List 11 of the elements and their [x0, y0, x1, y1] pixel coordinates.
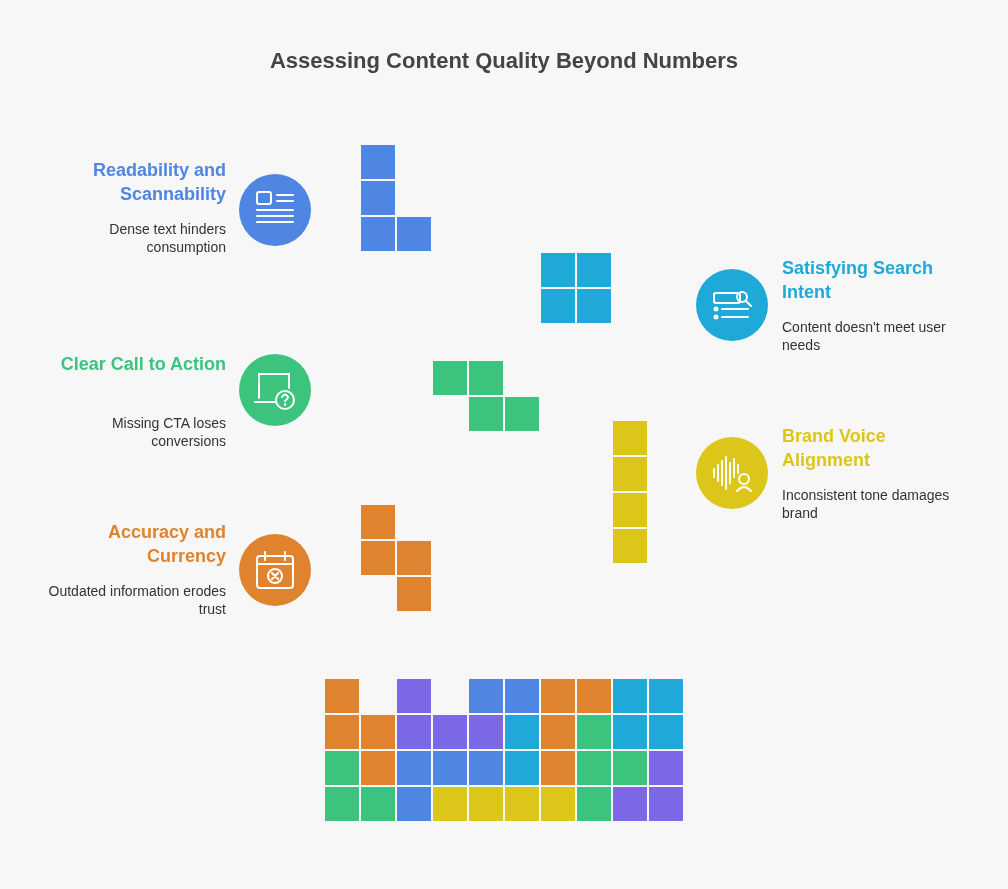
item-description: Missing CTA loses conversions: [110, 414, 226, 450]
title: Assessing Content Quality Beyond Numbers: [268, 48, 740, 74]
item-heading: Satisfying Search Intent: [782, 257, 935, 304]
item-heading: Brand Voice Alignment: [782, 425, 887, 472]
item-heading: Accuracy and Currency: [106, 521, 226, 568]
item-description: Inconsistent tone damages brand: [782, 486, 951, 522]
item-description: Content doesn't meet user needs: [782, 318, 947, 354]
item-heading: Clear Call to Action: [59, 353, 226, 376]
item-heading: Readability and Scannability: [91, 159, 226, 206]
item-description: Dense text hinders consumption: [108, 220, 226, 256]
item-description: Outdated information erodes trust: [47, 582, 226, 618]
